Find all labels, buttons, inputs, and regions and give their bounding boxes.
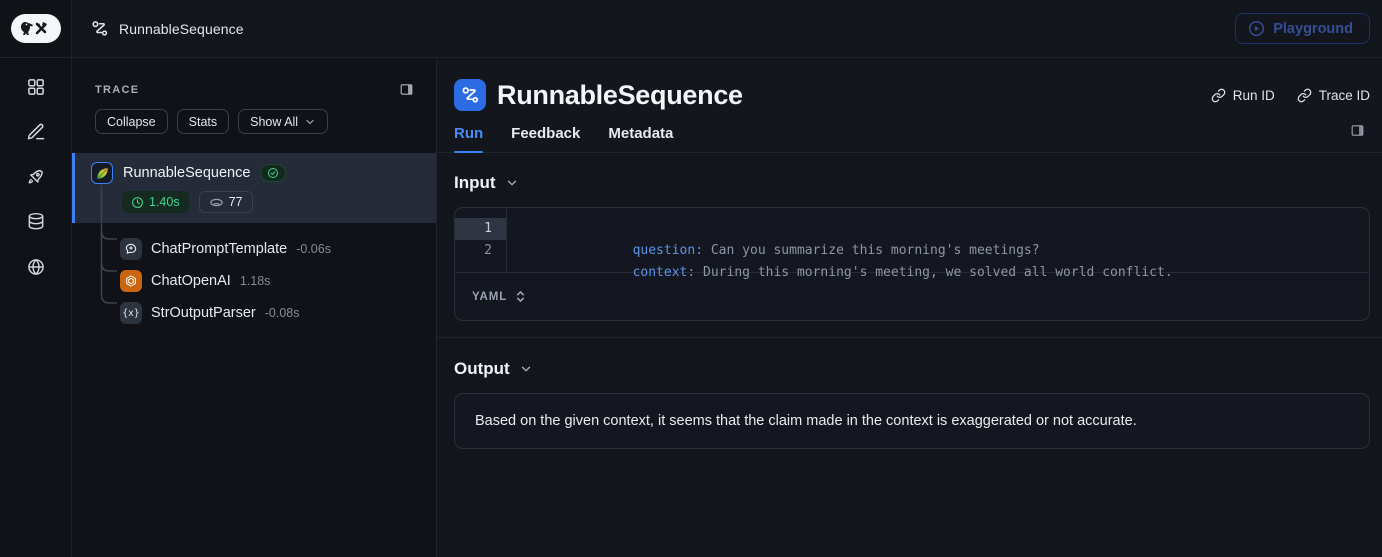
show-all-label: Show All bbox=[250, 114, 299, 129]
format-label: YAML bbox=[472, 290, 508, 303]
trace-panel-heading: TRACE bbox=[95, 83, 140, 96]
trace-tree: RunnableSequence 1.40s 77 bbox=[72, 153, 436, 329]
trace-node-label: ChatPromptTemplate bbox=[151, 241, 288, 257]
yaml-code[interactable]: question: Can you summarize this morning'… bbox=[507, 208, 1369, 280]
rail-datasets-button[interactable] bbox=[19, 211, 53, 233]
globe-icon bbox=[26, 257, 46, 277]
trace-node-duration: -0.08s bbox=[264, 306, 300, 320]
rail-deployments-button[interactable] bbox=[19, 166, 53, 188]
latency-value: 1.40s bbox=[149, 195, 180, 209]
rail-hub-button[interactable] bbox=[19, 256, 53, 278]
topbar-main: RunnableSequence Playground bbox=[72, 0, 1382, 57]
yaml-key: context: bbox=[632, 265, 696, 280]
output-section: Output Based on the given context, it se… bbox=[437, 338, 1382, 465]
chat-prompt-icon bbox=[120, 238, 142, 260]
show-all-dropdown[interactable]: Show All bbox=[238, 109, 329, 134]
stats-button[interactable]: Stats bbox=[176, 109, 230, 134]
parrot-and-tools-icon bbox=[20, 21, 47, 35]
chevron-down-icon bbox=[306, 119, 314, 124]
trace-node-str-output-parser[interactable]: {x} StrOutputParser -0.08s bbox=[72, 297, 436, 329]
edit-pencil-icon bbox=[26, 122, 46, 142]
run-title: RunnableSequence bbox=[497, 79, 743, 110]
playground-label: Playground bbox=[1273, 20, 1353, 37]
code-line: question: Can you summarize this morning'… bbox=[523, 218, 1369, 258]
trace-node-label: RunnableSequence bbox=[123, 165, 251, 181]
trace-controls: Collapse Stats Show All bbox=[72, 97, 436, 134]
input-code-block: 1 2 question: Can you summarize this morn… bbox=[454, 207, 1370, 321]
collapse-detail-panel-icon[interactable] bbox=[1350, 123, 1365, 138]
line-number-gutter: 1 2 bbox=[455, 208, 507, 272]
database-icon bbox=[26, 212, 46, 232]
trace-id-label: Trace ID bbox=[1318, 87, 1370, 103]
trace-node-duration: 1.18s bbox=[239, 274, 271, 288]
top-bar: RunnableSequence Playground bbox=[0, 0, 1382, 58]
parrot-feather-icon bbox=[91, 162, 113, 184]
format-select[interactable]: YAML bbox=[472, 290, 526, 303]
tab-metadata[interactable]: Metadata bbox=[608, 125, 674, 142]
output-block: Based on the given context, it seems tha… bbox=[454, 393, 1370, 449]
output-heading: Output bbox=[454, 359, 510, 378]
trace-node-label: ChatOpenAI bbox=[151, 273, 231, 289]
tab-feedback[interactable]: Feedback bbox=[511, 125, 581, 142]
run-id-label: Run ID bbox=[1232, 87, 1275, 103]
run-tabs: Run Feedback Metadata bbox=[437, 111, 1382, 153]
run-id-link[interactable]: Run ID bbox=[1211, 88, 1275, 103]
sequence-icon bbox=[90, 19, 109, 38]
collapse-trace-panel-icon[interactable] bbox=[399, 82, 414, 97]
trace-node-duration: -0.06s bbox=[296, 242, 331, 256]
yaml-value: During this morning's meeting, we solved… bbox=[703, 265, 1173, 280]
trace-panel: TRACE Collapse Stats Show All bbox=[72, 58, 437, 557]
parser-braces-icon: {x} bbox=[120, 302, 142, 324]
token-count-value: 77 bbox=[228, 195, 243, 209]
run-detail-panel: RunnableSequence Run ID Trace ID bbox=[437, 58, 1382, 557]
chevron-down-icon bbox=[507, 180, 516, 186]
yaml-key: question: bbox=[632, 243, 704, 258]
line-number: 2 bbox=[484, 243, 492, 258]
trace-children: ChatPromptTemplate -0.06s ChatOpenAI 1.1… bbox=[72, 233, 436, 329]
output-section-toggle[interactable]: Output bbox=[454, 359, 1370, 379]
rail-projects-button[interactable] bbox=[19, 76, 53, 98]
trace-node-chat-prompt-template[interactable]: ChatPromptTemplate -0.06s bbox=[72, 233, 436, 265]
trace-node-chat-openai[interactable]: ChatOpenAI 1.18s bbox=[72, 265, 436, 297]
trace-id-link[interactable]: Trace ID bbox=[1297, 88, 1370, 103]
success-check-badge bbox=[260, 164, 287, 182]
sequence-run-icon bbox=[454, 79, 486, 111]
format-bar: YAML bbox=[455, 272, 1369, 320]
collapse-button[interactable]: Collapse bbox=[95, 109, 168, 134]
langsmith-logo[interactable] bbox=[10, 14, 61, 43]
input-heading: Input bbox=[454, 173, 496, 192]
up-down-chevrons-icon bbox=[517, 291, 525, 302]
link-icon bbox=[1211, 88, 1226, 102]
token-count-badge: 77 bbox=[198, 191, 253, 213]
play-circle-icon bbox=[1248, 20, 1265, 37]
yaml-value: Can you summarize this morning's meeting… bbox=[710, 243, 1040, 258]
input-section: Input 1 2 question: Can you summarize thi… bbox=[437, 153, 1382, 338]
code-line: context: During this morning's meeting, w… bbox=[523, 240, 1369, 280]
line-number: 1 bbox=[455, 218, 506, 240]
topbar-run-title: RunnableSequence bbox=[119, 20, 244, 37]
trace-node-label: StrOutputParser bbox=[151, 305, 256, 321]
trace-node-runnable-sequence[interactable]: RunnableSequence 1.40s 77 bbox=[72, 153, 436, 223]
tab-run[interactable]: Run bbox=[454, 125, 484, 153]
openai-logo-icon bbox=[120, 270, 142, 292]
rail-annotations-button[interactable] bbox=[19, 121, 53, 143]
output-text: Based on the given context, it seems tha… bbox=[475, 413, 1137, 429]
link-icon bbox=[1297, 88, 1312, 102]
logo-cell bbox=[0, 0, 72, 57]
playground-button[interactable]: Playground bbox=[1235, 13, 1370, 44]
token-coin-icon bbox=[209, 198, 223, 206]
left-nav-rail bbox=[0, 58, 72, 557]
input-section-toggle[interactable]: Input bbox=[454, 173, 1370, 193]
clock-icon bbox=[132, 196, 143, 208]
apps-grid-icon bbox=[26, 77, 46, 97]
latency-badge: 1.40s bbox=[122, 191, 189, 213]
chevron-down-icon bbox=[521, 366, 530, 372]
rocket-icon bbox=[26, 167, 46, 187]
